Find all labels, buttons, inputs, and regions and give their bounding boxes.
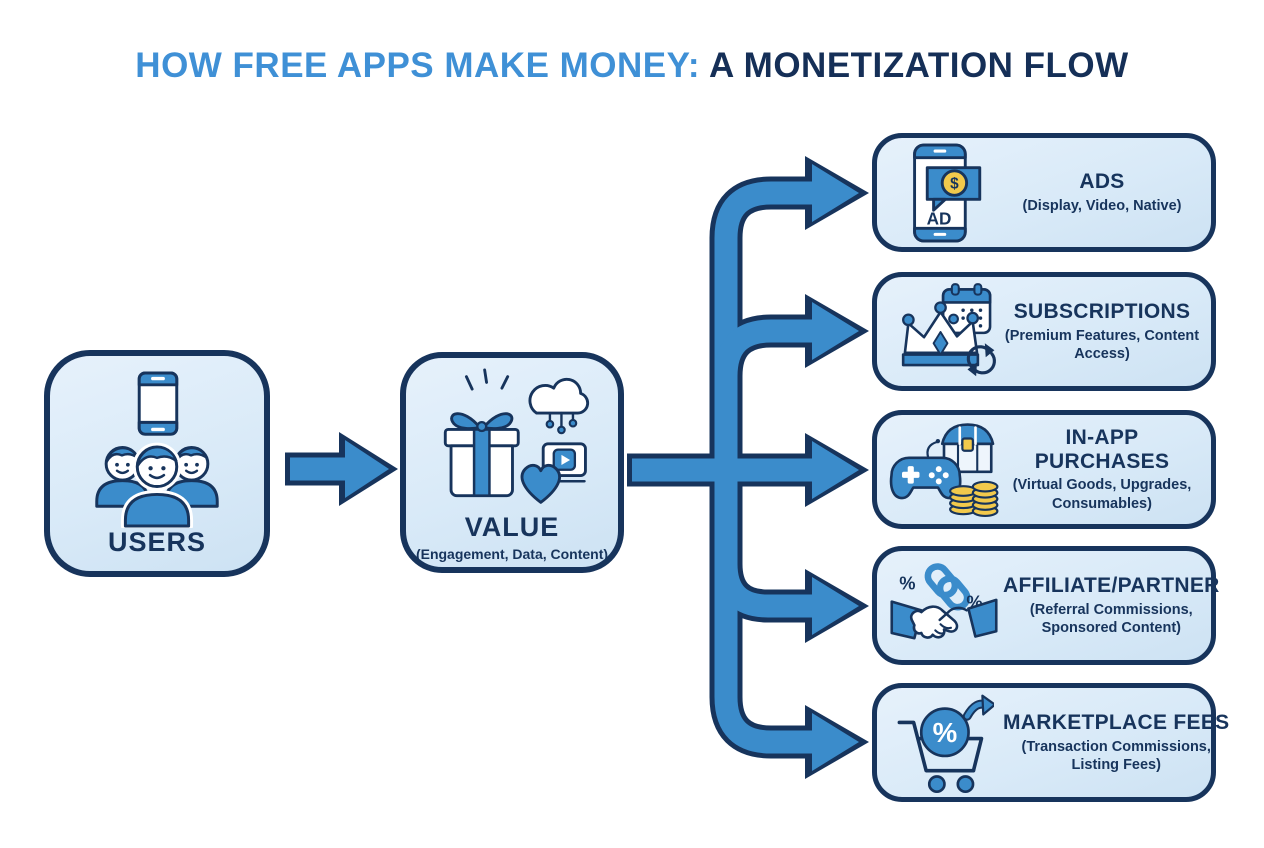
channel-subscriptions: SUBSCRIPTIONS (Premium Features, Content… <box>872 272 1216 391</box>
users-with-phone-icon <box>95 371 219 528</box>
users-label: USERS <box>107 526 207 557</box>
channel-marketplace-fees-title: MARKETPLACE FEES <box>1003 711 1230 735</box>
channel-ads-title: ADS <box>1079 170 1125 194</box>
channel-subscriptions-subtitle: (Premium Features, Content Access) <box>1004 327 1200 362</box>
channel-marketplace-fees: % MARKETPLACE FEES (Transaction Commissi… <box>872 683 1229 802</box>
phone-ad-banner-icon: $ AD <box>913 143 982 242</box>
value-node: VALUE (Engagement, Data, Content) <box>400 352 624 573</box>
arrow-fills <box>290 181 815 754</box>
arrowhead-fills <box>345 164 859 771</box>
channel-ads-subtitle: (Display, Video, Native) <box>1022 197 1182 214</box>
dollar-glyph: $ <box>950 175 959 192</box>
ad-glyph: AD <box>927 208 952 228</box>
channel-in-app-purchases-title: IN-APP PURCHASES <box>1034 426 1170 473</box>
channel-in-app-purchases: IN-APP PURCHASES (Virtual Goods, Upgrade… <box>872 410 1216 529</box>
cart-percent-arrow-icon: % <box>897 694 994 793</box>
percent-glyph-badge: % <box>933 717 958 748</box>
gift-heart-cloud-video-icon <box>443 368 590 504</box>
page-title-highlight: HOW FREE APPS MAKE MONEY: <box>135 46 701 85</box>
page-title: HOW FREE APPS MAKE MONEY: A MONETIZATION… <box>0 46 1264 86</box>
users-node: USERS <box>44 350 270 577</box>
handshake-link-percent-icon: % % <box>890 562 998 640</box>
channel-in-app-purchases-subtitle: (Virtual Goods, Upgrades, Consumables) <box>1012 477 1192 512</box>
channel-affiliate-partner: % % AFFILIATE/PARTNER (Referral Commissi… <box>872 546 1219 665</box>
percent-glyph-left: % <box>899 572 915 593</box>
channel-marketplace-fees-subtitle: (Transaction Commissions, Listing Fees) <box>1021 738 1211 773</box>
channel-ads: $ AD ADS (Display, Video, Native) <box>872 133 1216 252</box>
channel-affiliate-partner-title: AFFILIATE/PARTNER <box>1003 574 1220 598</box>
channel-affiliate-partner-subtitle: (Referral Commissions, Sponsored Content… <box>1029 601 1193 636</box>
page-title-rest: A MONETIZATION FLOW <box>700 46 1129 85</box>
channel-subscriptions-title: SUBSCRIPTIONS <box>1013 300 1191 324</box>
value-subtitle: (Engagement, Data, Content) <box>415 545 609 562</box>
crown-calendar-renew-icon <box>901 282 996 376</box>
value-label: VALUE <box>464 512 560 543</box>
gamepad-chest-coins-icon <box>889 422 999 517</box>
